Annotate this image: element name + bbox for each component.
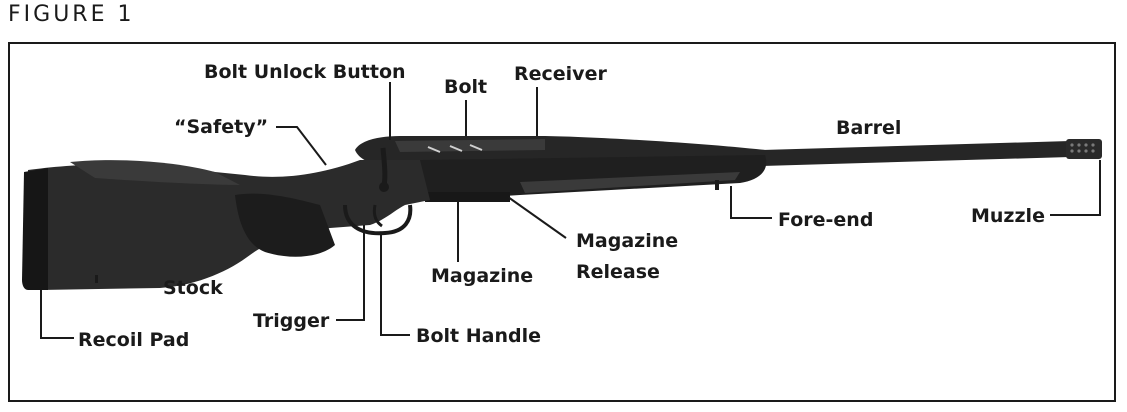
label-bolt-unlock-button: Bolt Unlock Button [204, 61, 406, 83]
muzzle-brake [1066, 139, 1102, 159]
trigger-guard [343, 204, 413, 236]
fore-end [400, 155, 767, 200]
label-barrel: Barrel [836, 117, 901, 139]
label-trigger: Trigger [253, 310, 330, 332]
label-recoil-pad: Recoil Pad [78, 329, 189, 351]
label-magazine: Magazine [431, 265, 533, 287]
label-stock: Stock [163, 277, 223, 299]
rifle-illustration [22, 136, 1102, 290]
magazine [425, 192, 510, 202]
stock [24, 160, 430, 290]
bolt-handle-shape [380, 147, 388, 187]
label-bolt-handle: Bolt Handle [416, 325, 541, 347]
trigger-shape [372, 204, 383, 228]
label-bolt: Bolt [444, 76, 487, 98]
grip [235, 193, 335, 257]
label-magazine-release-line1: Magazine [576, 230, 678, 252]
barrel [760, 141, 1100, 166]
label-muzzle: Muzzle [971, 205, 1045, 227]
figure-title: FIGURE 1 [8, 2, 135, 27]
leader-lines [40, 82, 1101, 339]
label-fore-end: Fore-end [778, 209, 873, 231]
figure-frame [8, 42, 1116, 402]
callout-labels: Bolt Unlock Button Bolt Receiver “Safety… [78, 61, 1045, 351]
label-safety: “Safety” [174, 116, 268, 138]
label-magazine-release-line2: Release [576, 261, 660, 283]
label-receiver: Receiver [514, 63, 607, 85]
recoil-pad-shape [22, 168, 48, 290]
